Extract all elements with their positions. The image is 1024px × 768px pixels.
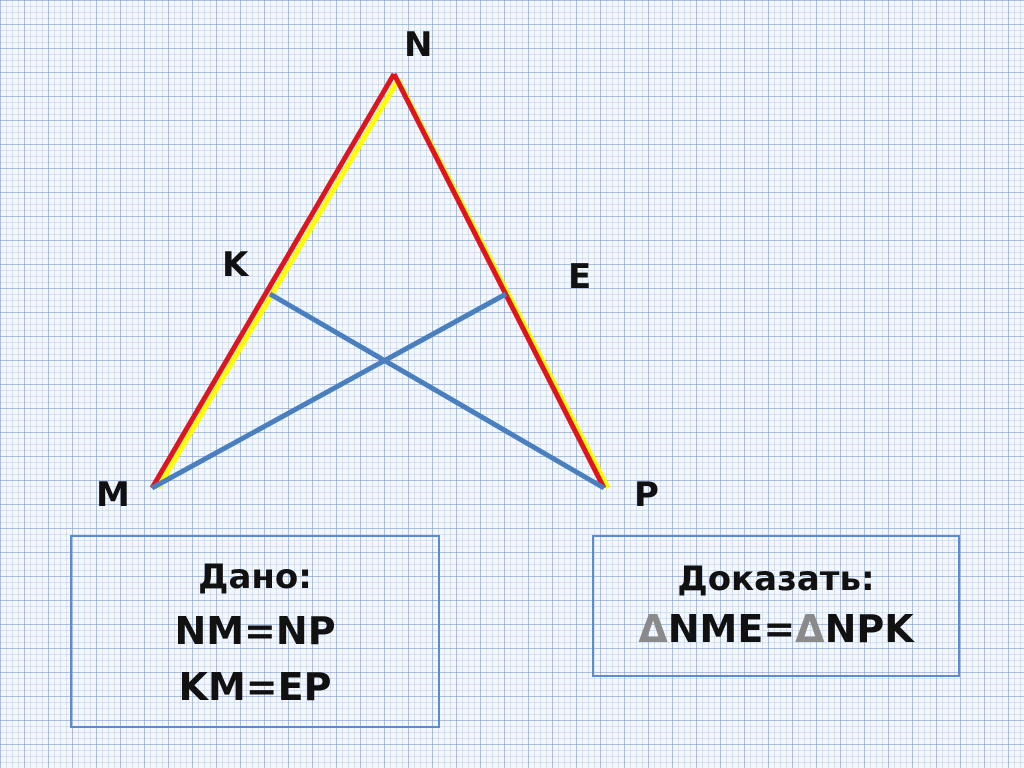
equals-sign: = — [763, 607, 796, 651]
vertex-label-k: K — [222, 245, 249, 285]
given-box: Дано: NM=NP KM=EP — [70, 535, 440, 728]
delta-symbol-1: Δ — [638, 607, 668, 651]
vertex-label-e: E — [568, 257, 592, 297]
triangle-nme: NME — [667, 607, 764, 651]
segment-me — [150, 291, 508, 491]
prove-box: Доказать: ΔNME=ΔNPK — [592, 535, 960, 677]
side-np — [391, 72, 607, 490]
vertex-label-m: M — [96, 475, 130, 515]
given-condition-2: KM=EP — [178, 665, 332, 709]
given-condition-1: NM=NP — [174, 609, 336, 653]
segment-kp — [268, 291, 606, 491]
triangle-npk: NPK — [824, 607, 914, 651]
side-nm-highlight — [155, 78, 401, 490]
prove-statement: ΔNME=ΔNPK — [594, 607, 958, 651]
prove-title: Доказать: — [677, 559, 875, 599]
given-title: Дано: — [198, 557, 312, 597]
vertex-label-p: P — [634, 475, 659, 515]
delta-symbol-2: Δ — [795, 607, 825, 651]
vertex-label-n: N — [404, 25, 433, 65]
side-nm — [149, 72, 397, 490]
